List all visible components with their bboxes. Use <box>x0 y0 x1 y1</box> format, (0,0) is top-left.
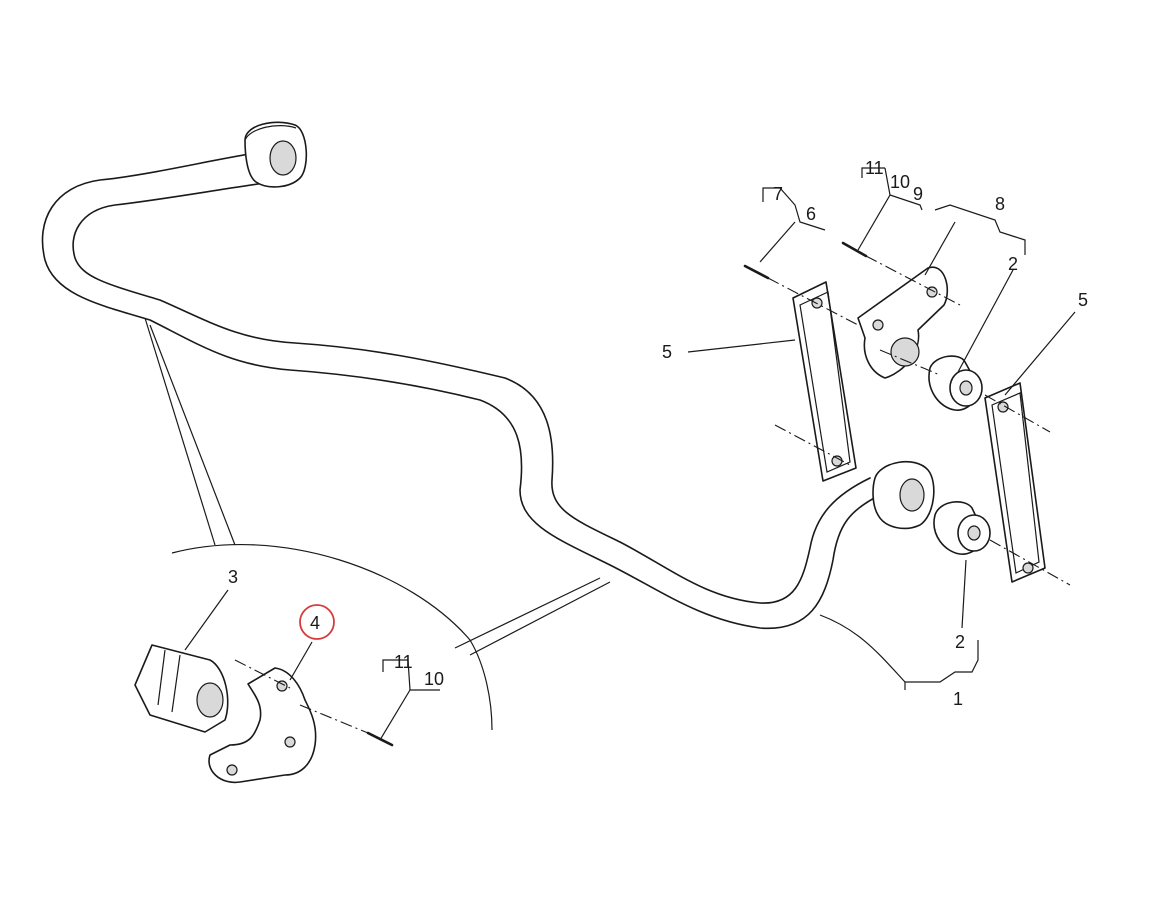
label-11-upper: 11 <box>865 158 884 178</box>
label-4: 4 <box>310 613 320 633</box>
bar-eye-left <box>244 121 308 188</box>
rubber-mount <box>134 644 229 733</box>
label-6: 6 <box>806 204 816 224</box>
part-labels: 1 2 2 3 4 5 5 6 7 8 9 10 10 11 11 <box>228 158 1088 709</box>
label-2-upper: 2 <box>1008 254 1018 274</box>
bushing-lower <box>933 501 991 555</box>
clamp <box>208 667 317 784</box>
label-11-lower: 11 <box>394 652 413 672</box>
label-7: 7 <box>773 184 783 204</box>
label-2-lower: 2 <box>955 632 965 652</box>
label-10-lower: 10 <box>424 669 444 689</box>
leader-lines <box>184 167 1076 741</box>
bar-eye-right <box>872 461 935 530</box>
assembly-axes <box>234 255 1071 734</box>
link-plate-upper <box>792 281 857 482</box>
highlight-circle <box>299 604 335 640</box>
detail-callout <box>144 317 611 731</box>
stabilizer-bar <box>41 121 935 630</box>
label-10-upper: 10 <box>890 172 910 192</box>
label-1: 1 <box>953 689 963 709</box>
label-5-right: 5 <box>1078 290 1088 310</box>
label-9: 9 <box>913 184 923 204</box>
bushing-upper <box>928 355 983 411</box>
label-3: 3 <box>228 567 238 587</box>
label-8: 8 <box>995 194 1005 214</box>
label-5-left: 5 <box>662 342 672 362</box>
link-plate-lower <box>984 382 1046 583</box>
